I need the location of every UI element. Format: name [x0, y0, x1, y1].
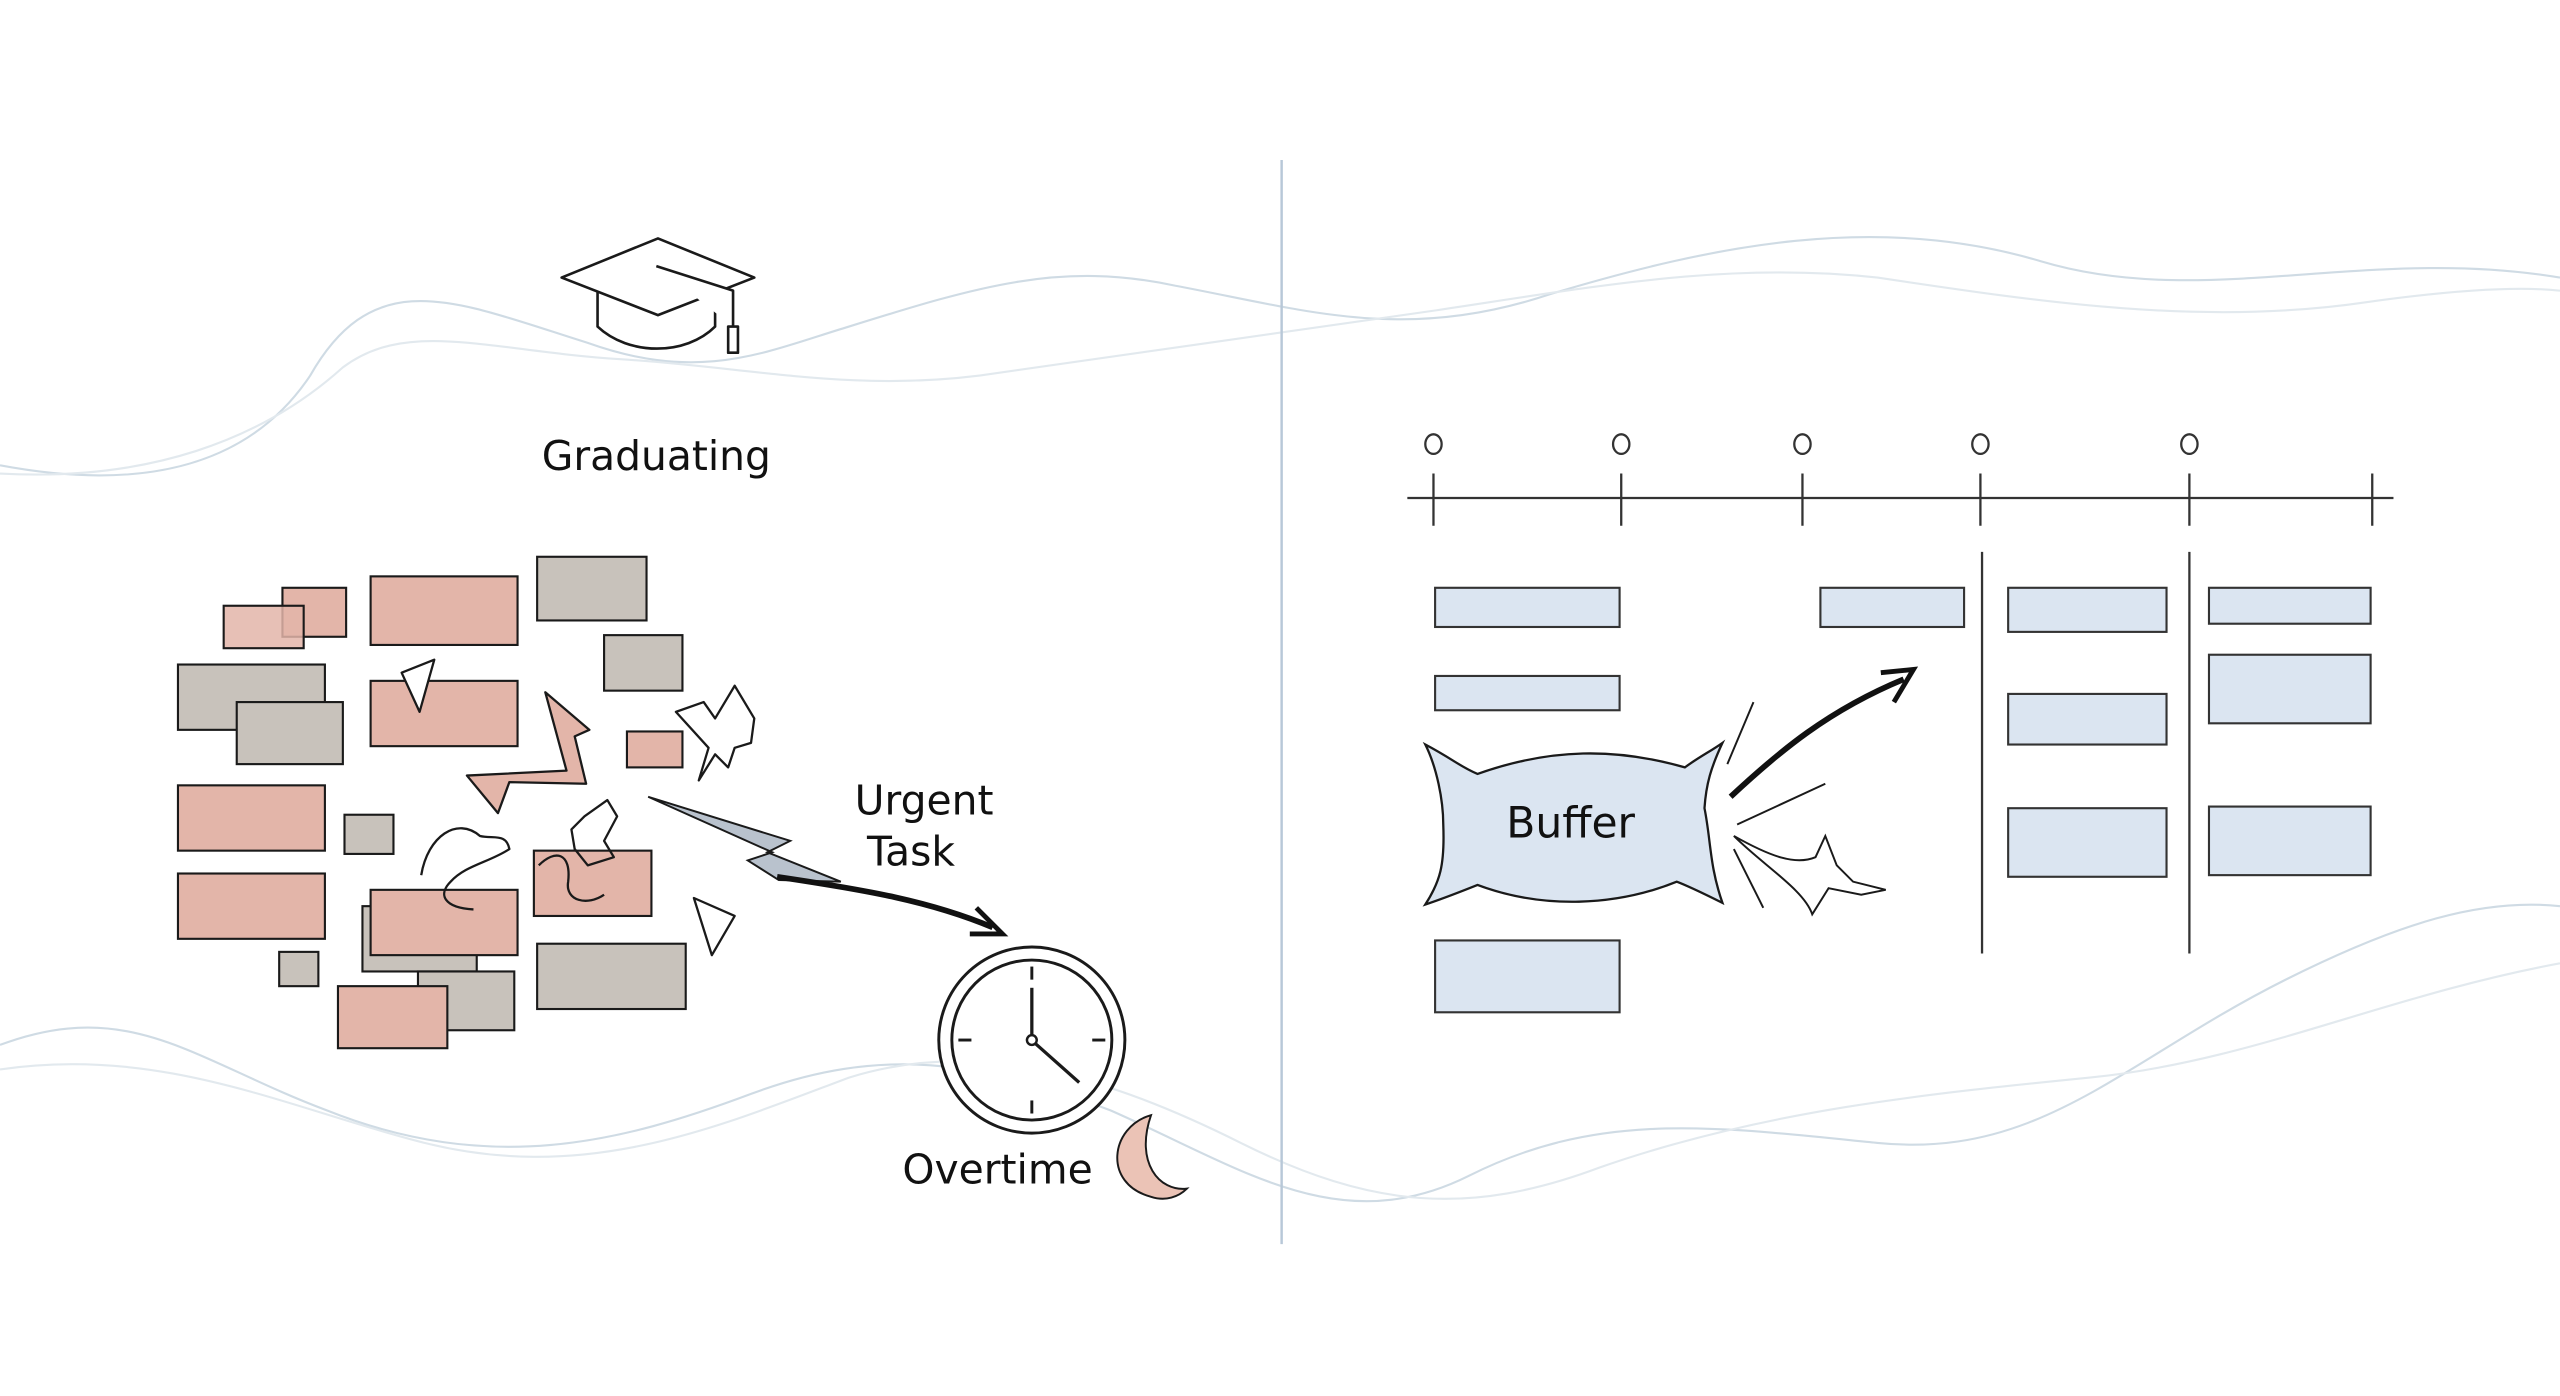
task-block [536, 555, 648, 622]
urgent-label-line2: Task [866, 827, 955, 875]
task-block [176, 784, 326, 852]
task-block [625, 730, 684, 769]
planned-task [1434, 674, 1621, 712]
debris-shards [400, 658, 756, 957]
graduating-label: Graduating [542, 432, 771, 480]
task-block [369, 575, 519, 646]
planned-task [1819, 586, 1966, 629]
task-block [222, 604, 305, 650]
planned-task [2007, 692, 2168, 746]
task-block [532, 849, 653, 918]
crescent-moon-icon [1116, 1113, 1190, 1200]
urgent-label-line1: Urgent [855, 777, 994, 825]
impact-lines [1726, 701, 1886, 917]
planned-task [2007, 586, 2168, 633]
task-block [235, 701, 344, 766]
milestone-marker [1424, 433, 1443, 456]
task-block [369, 679, 519, 748]
urgent-arrow [776, 873, 994, 931]
milestone-marker [2180, 433, 2199, 456]
task-block [278, 950, 320, 988]
urgent-bolt-icon [647, 795, 842, 883]
task-block [336, 985, 449, 1050]
planned-task [1434, 586, 1621, 629]
planned-task [2207, 805, 2372, 877]
task-block [343, 813, 395, 855]
planned-blocks [1434, 586, 2372, 1014]
task-block [176, 872, 326, 940]
planned-task [1434, 939, 1621, 1014]
milestone-marker [1793, 433, 1812, 456]
task-block [536, 942, 687, 1011]
urgent-arrow-head [969, 906, 1009, 937]
timeline [1407, 433, 2394, 954]
deflect-arrow-head [1880, 666, 1919, 704]
chaos-blocks [176, 555, 687, 1050]
clock-icon [937, 945, 1127, 1135]
task-block [603, 634, 684, 692]
task-block [369, 888, 519, 957]
overtime-label: Overtime [902, 1146, 1092, 1194]
deflect-arrow [1728, 676, 1905, 799]
milestone-marker [1611, 433, 1631, 456]
planned-task [2207, 586, 2372, 625]
graduation-cap-icon [560, 237, 756, 354]
milestone-marker [1971, 433, 1990, 456]
planned-task [2207, 653, 2372, 725]
buffer-label: Buffer [1506, 800, 1635, 849]
buffer-pillow-icon [1422, 739, 1726, 907]
planned-task [2007, 807, 2168, 878]
